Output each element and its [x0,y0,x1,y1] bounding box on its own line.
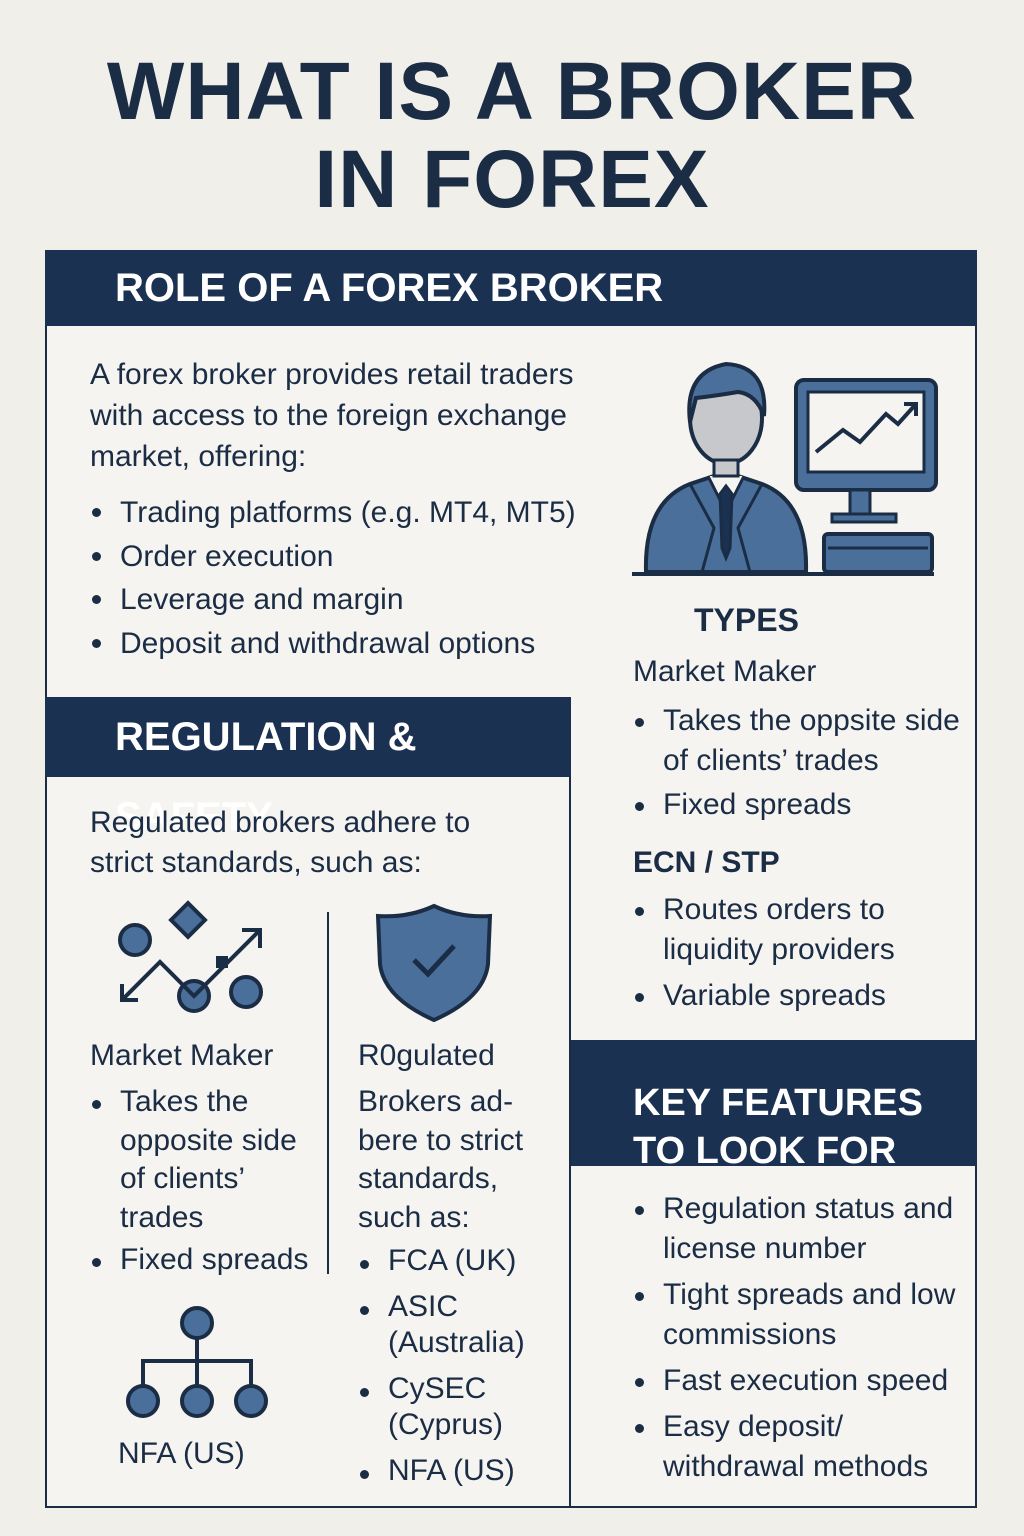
types-market-maker-item: Takes the oppsite side of clients’ trade… [633,701,969,781]
shield-check-icon [375,903,493,1023]
regulation-right-item: NFA (US) [358,1453,558,1489]
role-list: Trading platforms (e.g. MT4, MT5) Order … [90,491,650,665]
regulation-right-item: FCA (UK) [358,1243,558,1279]
regulation-left-item: Takes the opposite side of clients’ trad… [90,1083,322,1237]
column-divider [569,777,571,1508]
role-list-item: Order execution [90,535,650,579]
regulation-right-text: Brokers ad-bere to strict standards, suc… [358,1085,524,1234]
title-line-1: WHAT IS A BROKER [106,46,918,137]
features-list-item: Tight spreads and low commissions [633,1275,969,1355]
types-ecn-list: Routes orders to liquidity providers Var… [633,890,969,1016]
title-line-2: IN FOREX [314,134,710,225]
org-hierarchy-icon [126,1306,268,1418]
types-ecn-item: Routes orders to liquidity providers [633,890,969,970]
types-ecn-label: ECN / STP [633,846,780,879]
features-heading-line-1: KEY FEATURES [633,1082,923,1124]
role-heading-band: ROLE OF A FOREX BROKER [45,250,977,326]
features-list-item: Easy deposit/ withdrawal methods [633,1407,969,1487]
types-market-maker-item: Fixed spreads [633,785,969,825]
types-ecn-item: Variable spreads [633,976,969,1016]
role-intro: A forex broker provides retail traders w… [90,358,574,473]
role-list-item: Trading platforms (e.g. MT4, MT5) [90,491,650,535]
page-title: WHAT IS A BROKER IN FOREX [0,48,1024,224]
features-heading-line-2: TO LOOK FOR [633,1130,897,1172]
types-market-maker-list: Takes the oppsite side of clients’ trade… [633,701,969,825]
regulation-left-item: Fixed spreads [90,1241,322,1280]
regulation-heading-band: REGULATION & SAFETY [45,697,571,839]
regulation-right-list: FCA (UK) ASIC (Australia) CySEC (Cyprus)… [358,1243,558,1489]
types-heading: TYPES [694,602,799,638]
regulation-left-label: Market Maker [90,1039,274,1072]
regulation-intro: Regulated brokers adhere to strict stand… [90,806,471,879]
vertical-divider [327,912,329,1274]
regulation-right-item: CySEC (Cyprus) [358,1371,558,1443]
regulation-right-label: R0gulated [358,1039,495,1072]
network-arrows-icon [118,900,263,1013]
features-heading-band: KEY FEATURES TO LOOK FOR [571,1040,977,1172]
role-list-item: Leverage and margin [90,578,650,622]
role-heading: ROLE OF A FOREX BROKER [115,266,664,310]
regulation-left-footer: NFA (US) [118,1437,245,1470]
role-list-item: Deposit and withdrawal options [90,622,650,666]
regulation-right-item: ASIC (Australia) [358,1289,558,1361]
features-list-item: Regulation status and license number [633,1189,969,1269]
types-market-maker-label: Market Maker [633,655,817,688]
regulation-heading: REGULATION & SAFETY [115,715,417,839]
features-list: Regulation status and license number Tig… [633,1189,969,1487]
features-list-item: Fast execution speed [633,1361,969,1401]
trader-at-computer-icon [632,361,938,576]
regulation-left-list: Takes the opposite side of clients’ trad… [90,1083,322,1280]
